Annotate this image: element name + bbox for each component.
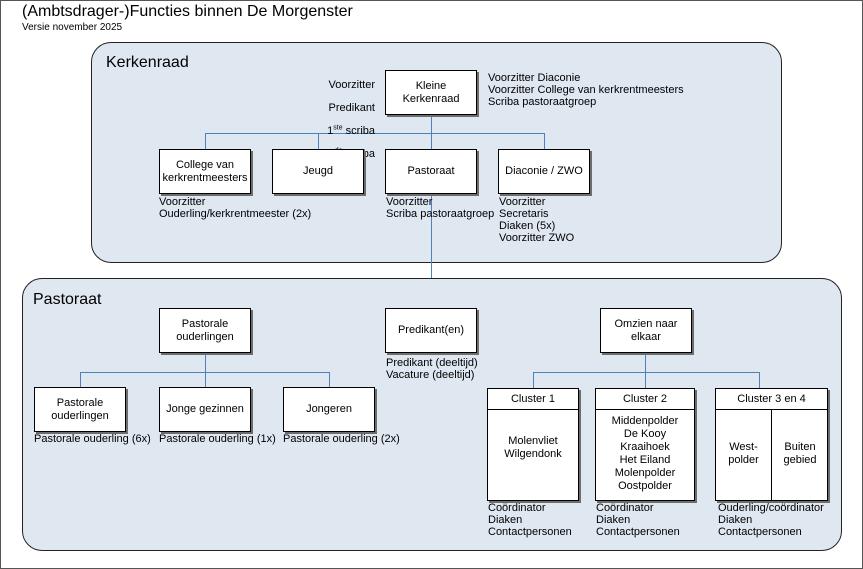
pastoraat-title: Pastoraat [33, 291, 102, 308]
cluster-2-areas: Middenpolder De Kooy Kraaihoek Het Eilan… [611, 415, 679, 492]
cluster-2-title: Cluster 2 [596, 389, 694, 410]
connector-line [533, 372, 534, 388]
connector-line [329, 372, 330, 387]
page-title: (Ambtsdrager-)Functies binnen De Morgens… [22, 3, 353, 20]
college-kerkrentmeesters-box: College van kerkrentmeesters [159, 149, 251, 194]
kleine-kerkenraad-right-roles: Voorzitter Diaconie Voorzitter College v… [488, 72, 684, 108]
connector-line [544, 133, 545, 149]
cluster-3-4-buitengebied: Buiten gebied [783, 441, 817, 466]
role-scriba-1: 1ste scriba [327, 123, 375, 137]
omzien-naar-elkaar-label: Omzien naar elkaar [614, 317, 678, 343]
pastorale-ouderlingen-child-label: Pastorale ouderlingen [51, 396, 109, 422]
omzien-naar-elkaar-box: Omzien naar elkaar [600, 308, 692, 353]
pastorale-ouderlingen-label: Pastorale ouderlingen [176, 317, 234, 343]
version-label: Versie november 2025 [22, 22, 123, 33]
diaconie-zwo-roles: Voorzitter Secretaris Diaken (5x) Voorzi… [499, 196, 575, 244]
predikanten-label: Predikant(en) [397, 324, 465, 336]
pastorale-ouderlingen-child-roles: Pastorale ouderling (6x) [34, 433, 151, 445]
connector-line [318, 133, 319, 149]
connector-line [533, 372, 760, 373]
cluster-1-box: Cluster 1 Molenvliet Wilgendonk [487, 388, 579, 501]
jongeren-box: Jongeren [283, 387, 375, 432]
connector-line [431, 114, 432, 134]
jonge-gezinnen-roles: Pastorale ouderling (1x) [159, 433, 276, 445]
connector-line [205, 372, 206, 387]
pastoraat-kr-box: Pastoraat [385, 149, 477, 194]
connector-line [205, 353, 206, 373]
college-kerkrentmeesters-roles: Voorzitter Ouderling/kerkrentmeester (2x… [159, 196, 312, 220]
role-predikant: Predikant [328, 101, 375, 114]
cluster-3-4-divider [771, 409, 772, 500]
cluster-3-4-westpolder: West- polder [728, 441, 759, 466]
jonge-gezinnen-box: Jonge gezinnen [159, 387, 251, 432]
jonge-gezinnen-label: Jonge gezinnen [166, 403, 244, 415]
jongeren-roles: Pastorale ouderling (2x) [283, 433, 400, 445]
connector-line [205, 133, 545, 134]
connector-line [759, 372, 760, 388]
kerkenraad-title: Kerkenraad [106, 54, 189, 71]
predikanten-roles: Predikant (deeltijd) Vacature (deeltijd) [386, 357, 478, 381]
role-voorzitter: Voorzitter [328, 78, 375, 91]
cluster-3-4-roles: Ouderling/coördinator Diaken Contactpers… [718, 502, 824, 538]
cluster-3-4-box: Cluster 3 en 4 West- polder Buiten gebie… [715, 388, 828, 501]
cluster-1-areas: Molenvliet Wilgendonk [504, 435, 562, 460]
pastorale-ouderlingen-child-box: Pastorale ouderlingen [34, 387, 126, 432]
diaconie-zwo-label: Diaconie / ZWO [505, 165, 583, 177]
pastorale-ouderlingen-box: Pastorale ouderlingen [159, 308, 251, 353]
cluster-1-roles: Coördinator Diaken Contactpersonen [488, 502, 572, 538]
predikanten-box: Predikant(en) [385, 308, 477, 353]
cluster-3-4-title: Cluster 3 en 4 [716, 389, 827, 410]
cluster-1-title: Cluster 1 [488, 389, 578, 410]
college-kerkrentmeesters-label: College van kerkrentmeesters [162, 158, 248, 184]
kleine-kerkenraad-box: Kleine Kerkenraad [385, 70, 477, 115]
jeugd-label: Jeugd [303, 165, 333, 177]
kleine-kerkenraad-label: Kleine Kerkenraad [402, 79, 460, 105]
connector-line [645, 353, 646, 373]
jeugd-box: Jeugd [272, 149, 364, 194]
connector-line [645, 372, 646, 388]
connector-line [205, 133, 206, 149]
cluster-2-box: Cluster 2 Middenpolder De Kooy Kraaihoek… [595, 388, 695, 501]
jongeren-label: Jongeren [306, 403, 352, 415]
cluster-2-roles: Coördinator Diaken Contactpersonen [596, 502, 680, 538]
connector-line [431, 133, 432, 149]
connector-line [80, 372, 81, 387]
connector-line [431, 194, 432, 278]
pastoraat-kr-roles: Voorzitter Scriba pastoraatgroep [386, 196, 495, 220]
pastoraat-kr-label: Pastoraat [407, 165, 455, 177]
diaconie-zwo-box: Diaconie / ZWO [498, 149, 590, 194]
